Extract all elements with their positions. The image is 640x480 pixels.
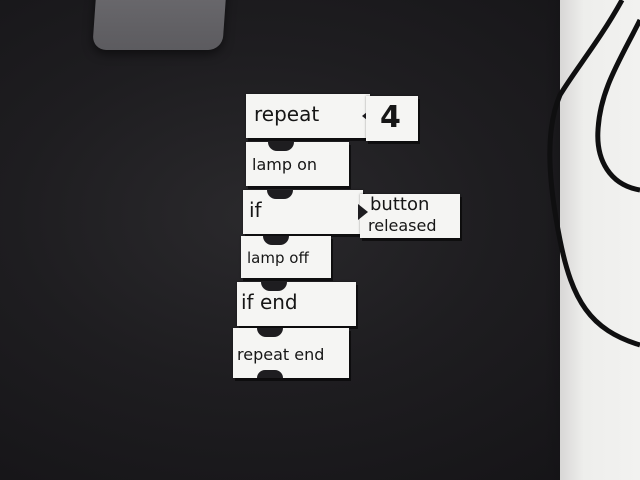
- button-released-plug: [358, 204, 368, 220]
- lamp-off-label: lamp off: [247, 249, 309, 267]
- lamp-off-notch: [263, 236, 289, 245]
- repeat-end-notch: [257, 328, 283, 337]
- repeat-block: repeat: [246, 94, 370, 138]
- repeat-count-value: 4: [380, 100, 401, 135]
- if-block: if: [243, 190, 363, 234]
- if-label: if: [249, 198, 262, 222]
- button-released-line2: released: [368, 216, 437, 235]
- if-end-notch: [261, 282, 287, 291]
- repeat-end-block: repeat end: [233, 328, 349, 378]
- lamp-on-block: lamp on: [246, 142, 349, 186]
- lamp-off-block: lamp off: [241, 236, 331, 278]
- white-desk-surface: [560, 0, 640, 480]
- if-notch: [267, 190, 293, 199]
- repeat-count-block: 4: [366, 96, 418, 141]
- if-end-block: if end: [237, 282, 356, 326]
- repeat-end-label: repeat end: [237, 345, 325, 364]
- button-released-line1: button: [370, 194, 430, 215]
- lamp-on-notch: [268, 142, 294, 151]
- repeat-label: repeat: [254, 102, 320, 126]
- button-released-block: button released: [358, 194, 460, 238]
- lamp-on-label: lamp on: [252, 155, 318, 174]
- if-end-label: if end: [241, 290, 298, 314]
- repeat-end-bottom-notch: [257, 370, 283, 378]
